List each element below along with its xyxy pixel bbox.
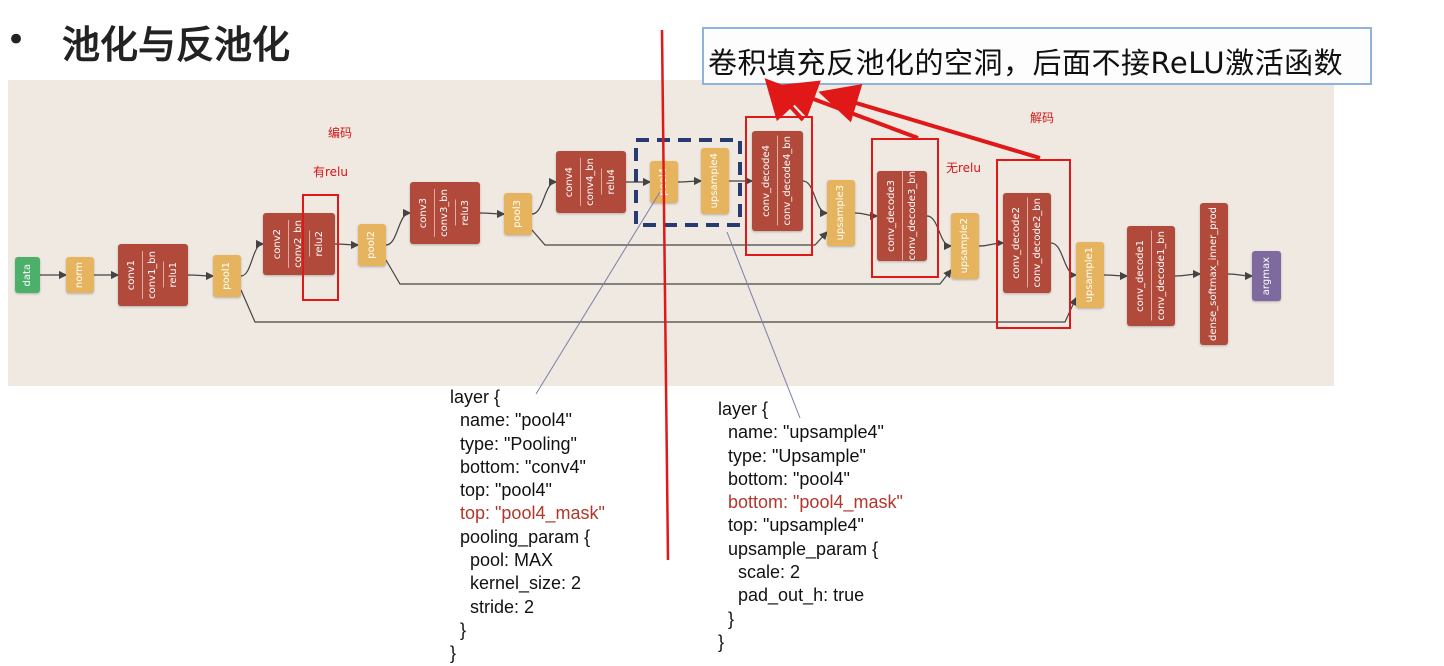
bullet-point: • [6, 20, 27, 60]
has-relu-note: 有relu [313, 165, 348, 179]
code-line: bottom: "pool4" [718, 468, 850, 489]
code-line: } [450, 619, 467, 640]
code-line-highlighted: top: "pool4_mask" [450, 503, 605, 524]
code-line: scale: 2 [718, 562, 801, 583]
node-pool2: pool2 [358, 224, 386, 266]
edge-dense-to-argmax [1227, 271, 1254, 281]
pointer-line-pool4 [535, 191, 661, 395]
code-line: kernel_size: 2 [450, 573, 582, 594]
code-line: } [718, 608, 735, 629]
edge-pool1-to-conv2 [240, 239, 265, 277]
encode-note: 编码 [328, 126, 353, 140]
edge-conv-decode4-to-upsample3 [802, 180, 829, 218]
network-diagram-panel [8, 80, 1334, 386]
node-argmax: argmax [1252, 251, 1281, 301]
relu2-highlight-box [302, 194, 339, 301]
code-line: pooling_param { [450, 526, 591, 547]
edge-conv3-to-pool3 [479, 209, 506, 219]
node-upsample2: upsample2 [951, 213, 979, 279]
red-arrow-decode3 [776, 80, 919, 140]
edge-pool4-to-upsample4 [677, 176, 703, 186]
callout-text: 卷积填充反池化的空洞，后面不接ReLU激活函数 [708, 46, 1344, 80]
node-upsample4: upsample4 [701, 148, 729, 214]
node-dense: dense_softmax_inner_prod [1200, 203, 1228, 345]
code-line: upsample_param { [718, 538, 879, 559]
edge-pool3-to-upsample3 [531, 229, 828, 246]
edge-conv1-to-pool1 [187, 271, 215, 281]
no-relu-note: 无relu [946, 161, 981, 175]
edge-conv-decode3-to-upsample2 [926, 215, 953, 251]
node-data: data [15, 257, 40, 293]
decode-note: 解码 [1030, 111, 1055, 125]
upsample4-layer-code: layer { name: "upsample4" type: "Upsampl… [718, 398, 903, 654]
code-line: name: "pool4" [450, 410, 572, 431]
code-line: pool: MAX [450, 550, 554, 571]
edge-conv-decode1-to-dense [1174, 269, 1202, 279]
edge-pool3-to-conv4 [531, 177, 558, 215]
node-upsample3: upsample3 [827, 180, 855, 246]
node-pool1: pool1 [213, 255, 241, 297]
edge-upsample2-to-conv-decode2 [978, 238, 1005, 248]
code-line: pad_out_h: true [718, 585, 865, 606]
pointer-line-upsample4 [726, 231, 801, 419]
edge-conv-decode2-to-upsample1 [1050, 242, 1078, 280]
code-line: type: "Pooling" [450, 433, 577, 454]
center-divider-line [660, 29, 670, 561]
edge-upsample1-to-conv-decode1 [1103, 271, 1129, 281]
node-upsample1: upsample1 [1076, 242, 1104, 308]
code-line: top: "pool4" [450, 480, 552, 501]
code-line: } [718, 631, 725, 652]
conv-decode2-highlight-box [996, 159, 1071, 329]
slide-title: 池化与反池化 [62, 23, 291, 67]
edge-pool2-to-upsample2 [385, 259, 952, 285]
conv-decode3-highlight-box [871, 138, 939, 278]
code-line: bottom: "conv4" [450, 456, 586, 477]
code-line: top: "upsample4" [718, 515, 864, 536]
code-line: type: "Upsample" [718, 445, 866, 466]
edge-upsample3-to-conv-decode3 [854, 211, 879, 221]
code-line: layer { [450, 387, 501, 407]
node-norm: norm [66, 257, 94, 293]
code-line-highlighted: bottom: "pool4_mask" [718, 492, 903, 513]
code-line: layer { [718, 399, 769, 419]
red-arrow-decode2 [818, 84, 1041, 160]
code-line: } [450, 643, 457, 664]
pool4-layer-code: layer { name: "pool4" type: "Pooling" bo… [450, 386, 605, 666]
edge-pool2-to-conv3 [385, 208, 412, 246]
pool-upsample-dashed-box [634, 138, 742, 227]
callout-box [702, 27, 1372, 85]
code-line: stride: 2 [450, 596, 535, 617]
code-line: name: "upsample4" [718, 422, 884, 443]
node-pool3: pool3 [504, 193, 532, 235]
